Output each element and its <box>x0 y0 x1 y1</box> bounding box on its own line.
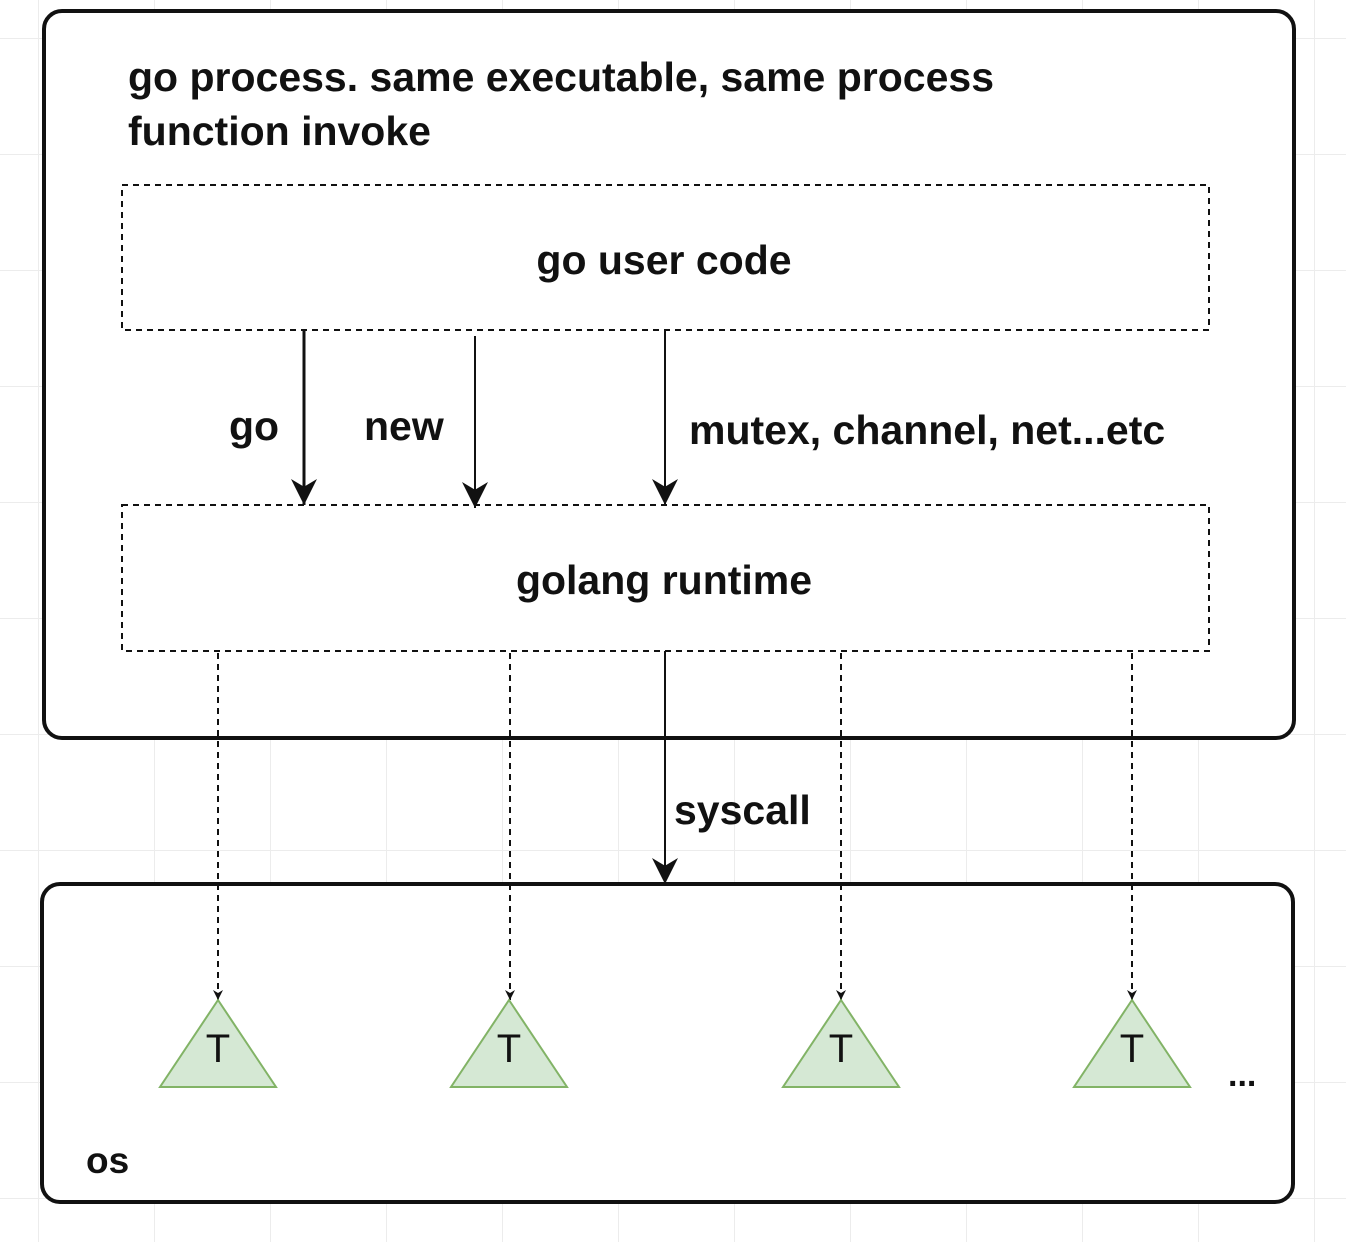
thread-triangle-icon <box>158 998 278 1088</box>
user-code-label: go user code <box>536 237 791 283</box>
thread-label: T <box>829 1027 853 1071</box>
misc-arrow-label: mutex, channel, net...etc <box>689 407 1165 453</box>
os-label: os <box>86 1140 129 1181</box>
thread-triangle-icon <box>449 998 569 1088</box>
new-arrow-label: new <box>364 403 444 449</box>
thread-label: T <box>1120 1027 1144 1071</box>
syscall-label: syscall <box>674 787 811 833</box>
thread-2: T <box>449 998 569 1088</box>
thread-1: T <box>158 998 278 1088</box>
threads-ellipsis: ... <box>1228 1056 1256 1094</box>
thread-triangle-icon <box>1072 998 1192 1088</box>
runtime-label: golang runtime <box>516 557 812 603</box>
process-title-line2: function invoke <box>128 108 431 154</box>
go-process-box <box>42 9 1296 740</box>
thread-4: T <box>1072 998 1192 1088</box>
os-box <box>40 882 1295 1204</box>
thread-label: T <box>206 1027 230 1071</box>
thread-label: T <box>497 1027 521 1071</box>
thread-triangle-icon <box>781 998 901 1088</box>
thread-3: T <box>781 998 901 1088</box>
go-arrow-label: go <box>229 403 279 449</box>
process-title-line1: go process. same executable, same proces… <box>128 54 994 100</box>
